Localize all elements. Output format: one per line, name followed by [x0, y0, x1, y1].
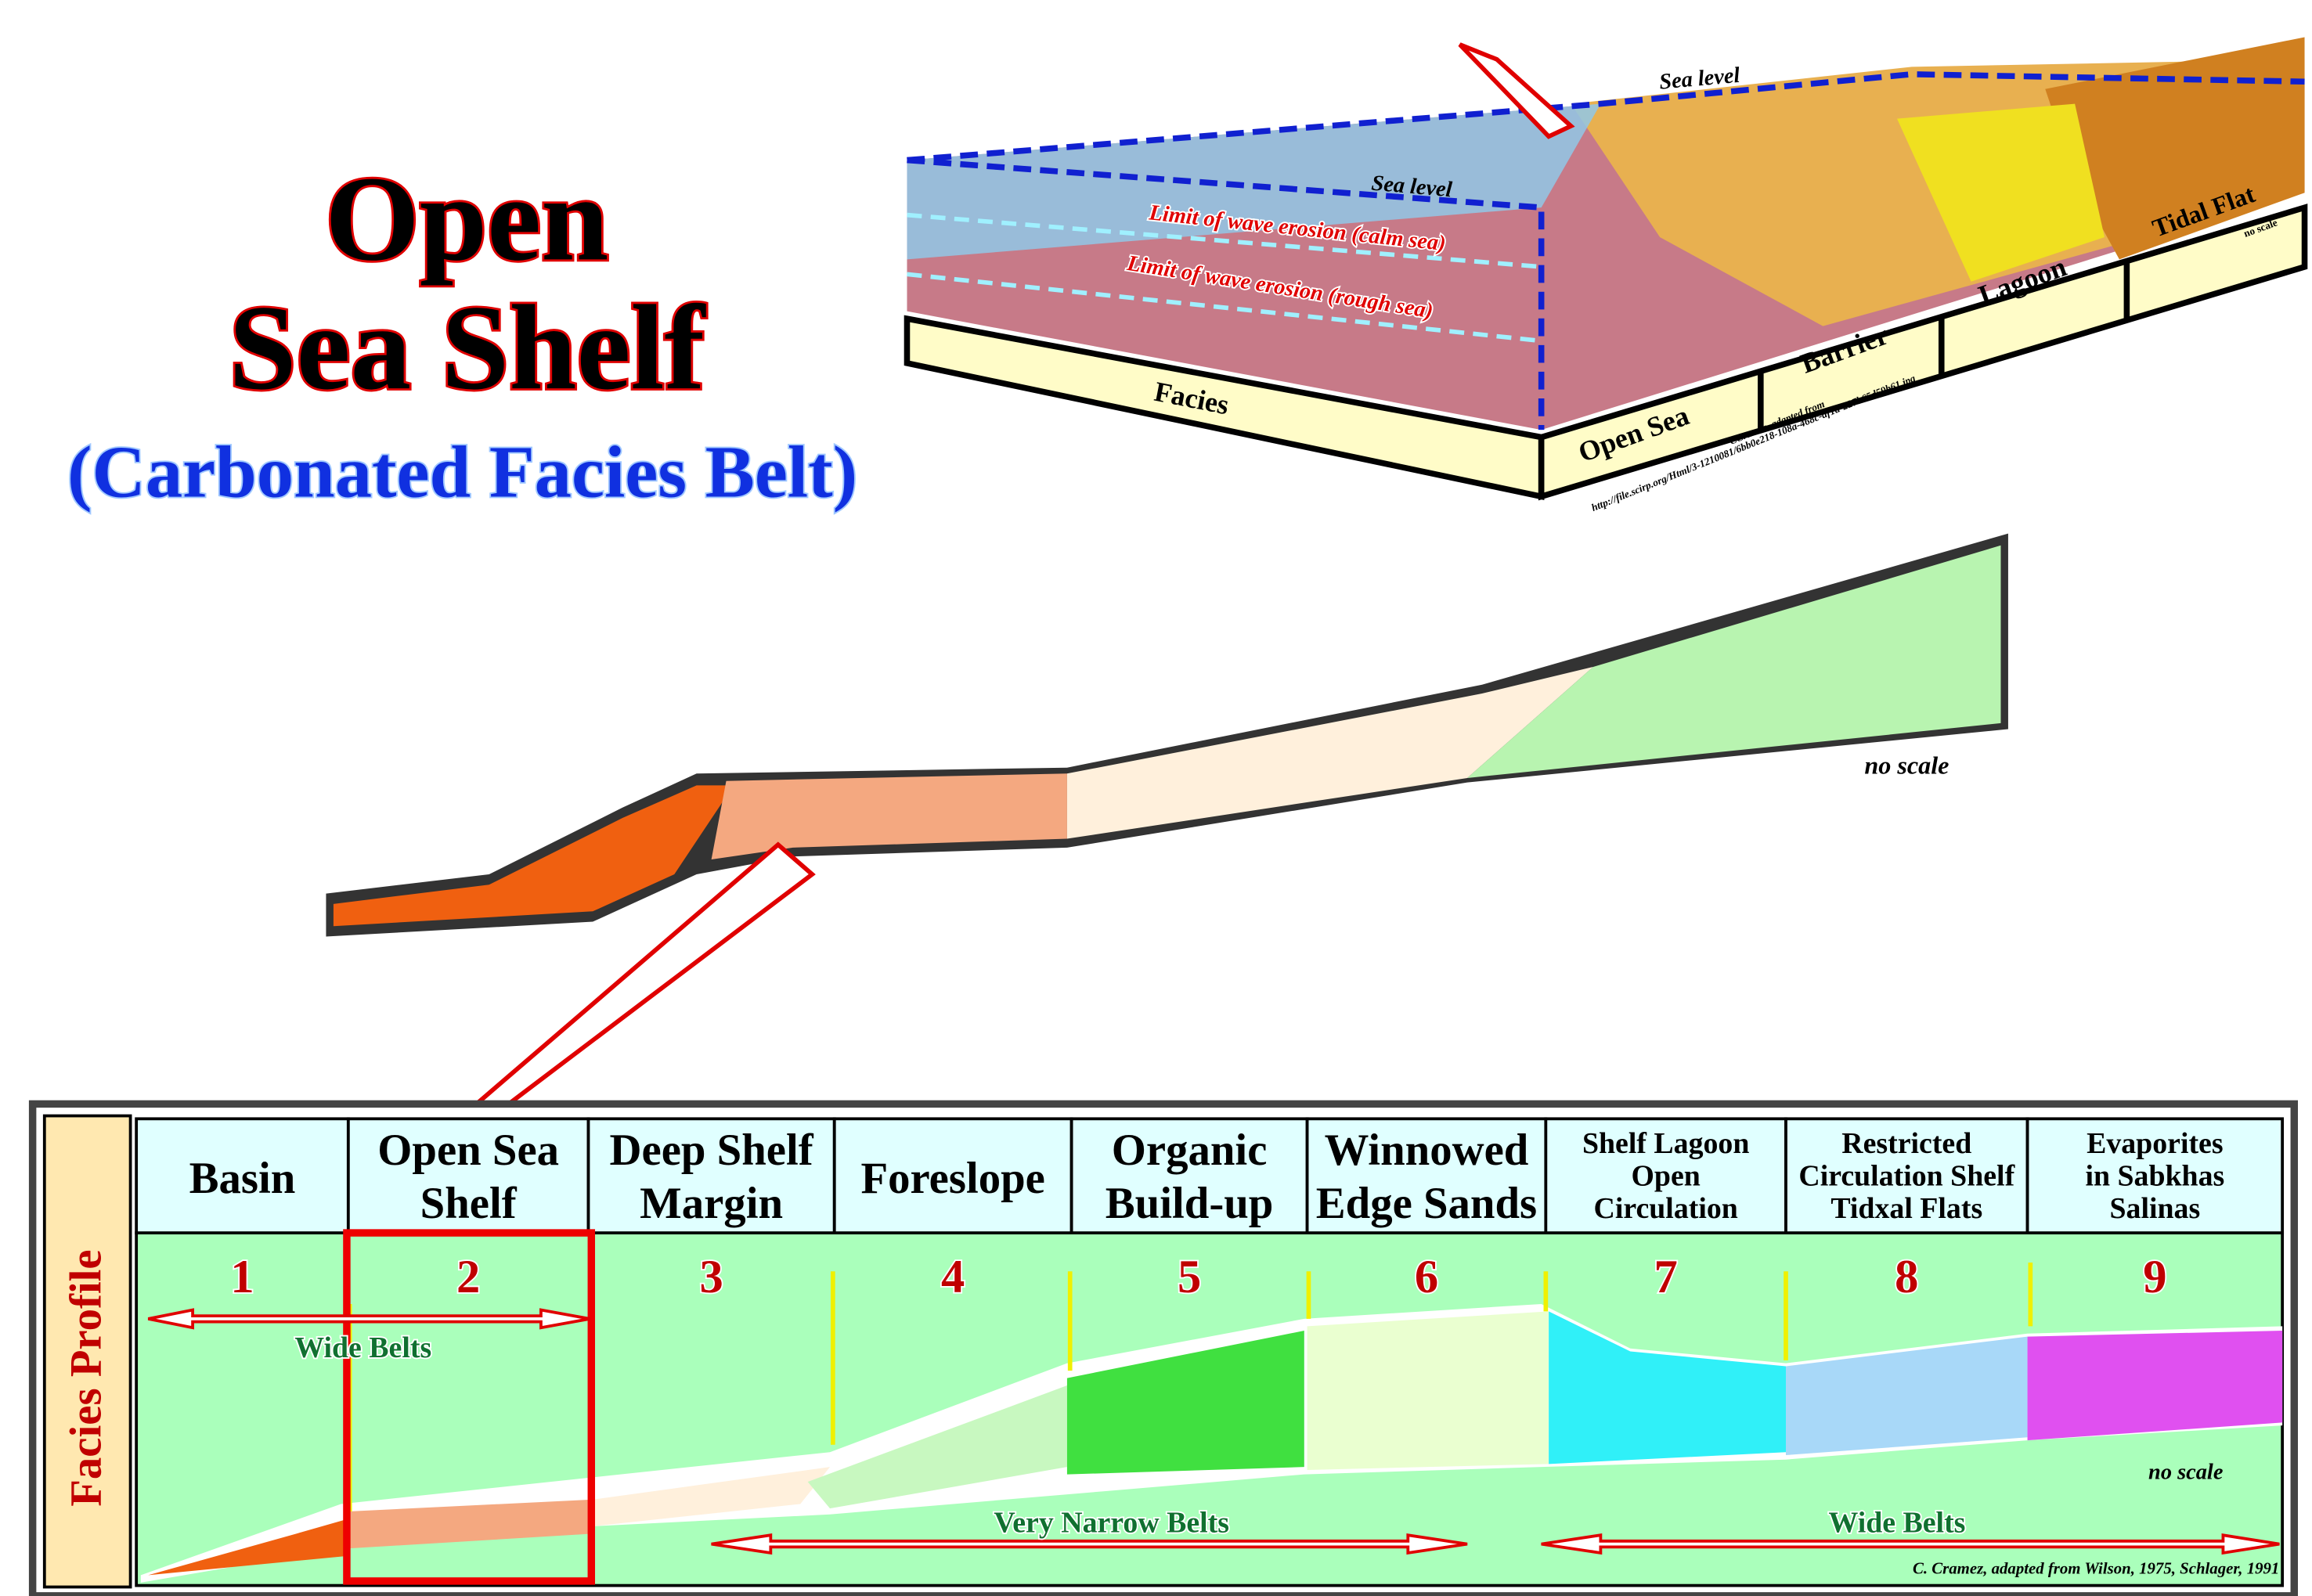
- sea-level-line-top: [907, 71, 2305, 164]
- side-label-box: [42, 1114, 132, 1589]
- header-label: Evaporites: [2087, 1127, 2224, 1160]
- belt-number: 7: [1654, 1251, 1678, 1303]
- wide-belts-left-label: Wide Belts: [294, 1331, 431, 1364]
- basin-facies: [148, 1519, 348, 1576]
- lagoon-facies: [1549, 1311, 1787, 1465]
- belt-number: 8: [1895, 1251, 1918, 1303]
- basin-layer: [333, 785, 734, 927]
- section-no-scale: no scale: [1864, 751, 1949, 779]
- edge-sands-facies: [1307, 1311, 1549, 1470]
- header-label: in Sabkhas: [2085, 1160, 2224, 1193]
- header-label: Shelf Lagoon: [1582, 1127, 1749, 1160]
- facies-profile-label: Facies Profile: [62, 1249, 111, 1506]
- open-shelf-layer: [711, 773, 1067, 860]
- cross-section: no scale: [326, 533, 2008, 1122]
- header-cell: [346, 1117, 590, 1234]
- belt-number: 9: [2143, 1251, 2166, 1303]
- arrow-icon: [1458, 42, 1575, 139]
- header-cell: [1784, 1117, 2029, 1234]
- title-block: Open Sea Shelf (Carbonated Facies Belt): [66, 150, 859, 515]
- sea-water: [907, 103, 1601, 260]
- header-label: Margin: [640, 1179, 783, 1228]
- header-label: Circulation Shelf: [1798, 1160, 2014, 1193]
- restricted-facies: [1786, 1336, 2028, 1456]
- very-narrow-belts-label: Very Narrow Belts: [994, 1506, 1229, 1539]
- header-label: Organic: [1112, 1126, 1268, 1175]
- header-label: Restricted: [1841, 1127, 1971, 1160]
- header-cell: [135, 1117, 350, 1234]
- very-narrow-belts-arrow: [711, 1533, 1468, 1555]
- foreslope-layer: [1467, 545, 2001, 778]
- buildup-facies: [1066, 1331, 1304, 1475]
- deep-shelf-facies: [593, 1467, 831, 1526]
- title-line2: Sea Shelf: [229, 280, 706, 415]
- header-label: Open Sea: [377, 1126, 559, 1175]
- header-label: Edge Sands: [1316, 1179, 1537, 1228]
- belt-number: 4: [941, 1251, 965, 1303]
- header-label: Circulation: [1594, 1192, 1738, 1225]
- header-label: Foreslope: [860, 1154, 1044, 1203]
- header-cell: [586, 1117, 836, 1234]
- open-sea-shelf-highlight: [343, 1229, 596, 1585]
- wide-belts-left-arrow: [147, 1308, 590, 1330]
- subtitle: (Carbonated Facies Belt): [67, 431, 857, 513]
- belt-number: 3: [699, 1251, 723, 1303]
- belt-number: 2: [456, 1251, 480, 1303]
- header-label: Salinas: [2109, 1192, 2200, 1225]
- tidal-flat-surface: [2045, 37, 2305, 260]
- profile-no-scale: no scale: [2148, 1460, 2223, 1484]
- header-label: Build-up: [1106, 1179, 1274, 1228]
- foreslope-facies: [807, 1385, 1067, 1509]
- header-label: Basin: [189, 1154, 296, 1203]
- deep-shelf-layer: [1066, 666, 1593, 839]
- lagoon-surface: [1896, 103, 2105, 282]
- wide-belts-right-label: Wide Belts: [1829, 1506, 1966, 1539]
- header-label: Winnowed: [1325, 1126, 1529, 1175]
- header-cell: [1069, 1117, 1309, 1234]
- block-diagram: Sea level Sea level Limit of wave erosio…: [904, 37, 2308, 513]
- header-label: Deep Shelf: [610, 1126, 814, 1175]
- header-label: Shelf: [420, 1179, 518, 1228]
- zones-strip: [1538, 204, 2308, 501]
- header-label: Open: [1632, 1160, 1701, 1193]
- belt-number: 5: [1178, 1251, 1201, 1303]
- header-label: Tidxal Flats: [1830, 1192, 1982, 1225]
- belt-number: 1: [230, 1251, 254, 1303]
- belt-number: 6: [1415, 1251, 1438, 1303]
- header-cell: [832, 1117, 1073, 1234]
- evaporite-facies: [2027, 1331, 2283, 1441]
- title-line1: Open: [325, 151, 608, 286]
- wide-belts-right-arrow: [1541, 1533, 2280, 1555]
- sea-level-line-front: [907, 157, 1545, 431]
- open-shelf-facies: [348, 1499, 593, 1549]
- profile-credit: C. Cramez, adapted from Wilson, 1975, Sc…: [1913, 1558, 2279, 1577]
- header-cell: [2025, 1117, 2285, 1234]
